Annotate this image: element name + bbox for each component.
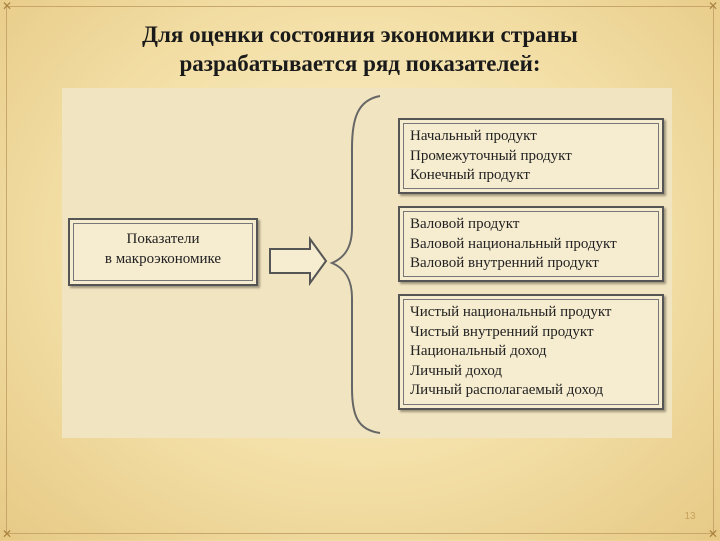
group-item: Чистый внутренний продукт (410, 323, 594, 340)
group-box-1-inner: Начальный продукт Промежуточный продукт … (403, 123, 659, 189)
group-item: Валовой продукт (410, 216, 520, 232)
right-arrow-icon (269, 235, 328, 287)
group-box-1: Начальный продукт Промежуточный продукт … (398, 118, 664, 194)
source-box-inner: Показатели в макроэкономике (73, 223, 253, 281)
group-item: Начальный продукт (410, 128, 537, 144)
slide-title: Для оценки состояния экономики страны ра… (40, 20, 680, 78)
group-item: Валовой внутренний продукт (410, 255, 599, 271)
group-item: Национальный доход (410, 343, 547, 359)
corner-ornament-icon: ✕ (2, 0, 13, 13)
diagram-figure: Показатели в макроэкономике Начальный пр… (62, 88, 672, 438)
page-number: 13 (684, 511, 696, 522)
group-item: Конечный продукт (410, 167, 530, 183)
source-line-1: Показатели (126, 231, 200, 247)
group-box-2: Валовой продукт Валовой национальный про… (398, 206, 664, 282)
slide-frame (6, 6, 714, 534)
group-box-3: Чистый национальный продукт Чистый внутр… (398, 294, 664, 410)
group-item: Личный располагаемый доход (410, 382, 604, 398)
title-line-2: разрабатывается ряд показателей: (179, 51, 541, 76)
source-box: Показатели в макроэкономике (68, 218, 258, 286)
group-item: Валовой национальный продукт (410, 235, 617, 252)
group-item: Промежуточный продукт (410, 147, 572, 164)
brace-icon (329, 95, 381, 434)
group-item: Чистый национальный продукт (410, 304, 612, 320)
group-box-2-inner: Валовой продукт Валовой национальный про… (403, 211, 659, 277)
corner-ornament-icon: ✕ (2, 527, 13, 541)
title-line-1: Для оценки состояния экономики страны (142, 22, 578, 47)
connector-graphic (269, 95, 381, 434)
group-box-3-inner: Чистый национальный продукт Чистый внутр… (403, 299, 659, 405)
corner-ornament-icon: ✕ (708, 0, 719, 13)
corner-ornament-icon: ✕ (708, 527, 719, 541)
group-item: Личный доход (410, 362, 503, 379)
source-line-2: в макроэкономике (104, 250, 222, 267)
